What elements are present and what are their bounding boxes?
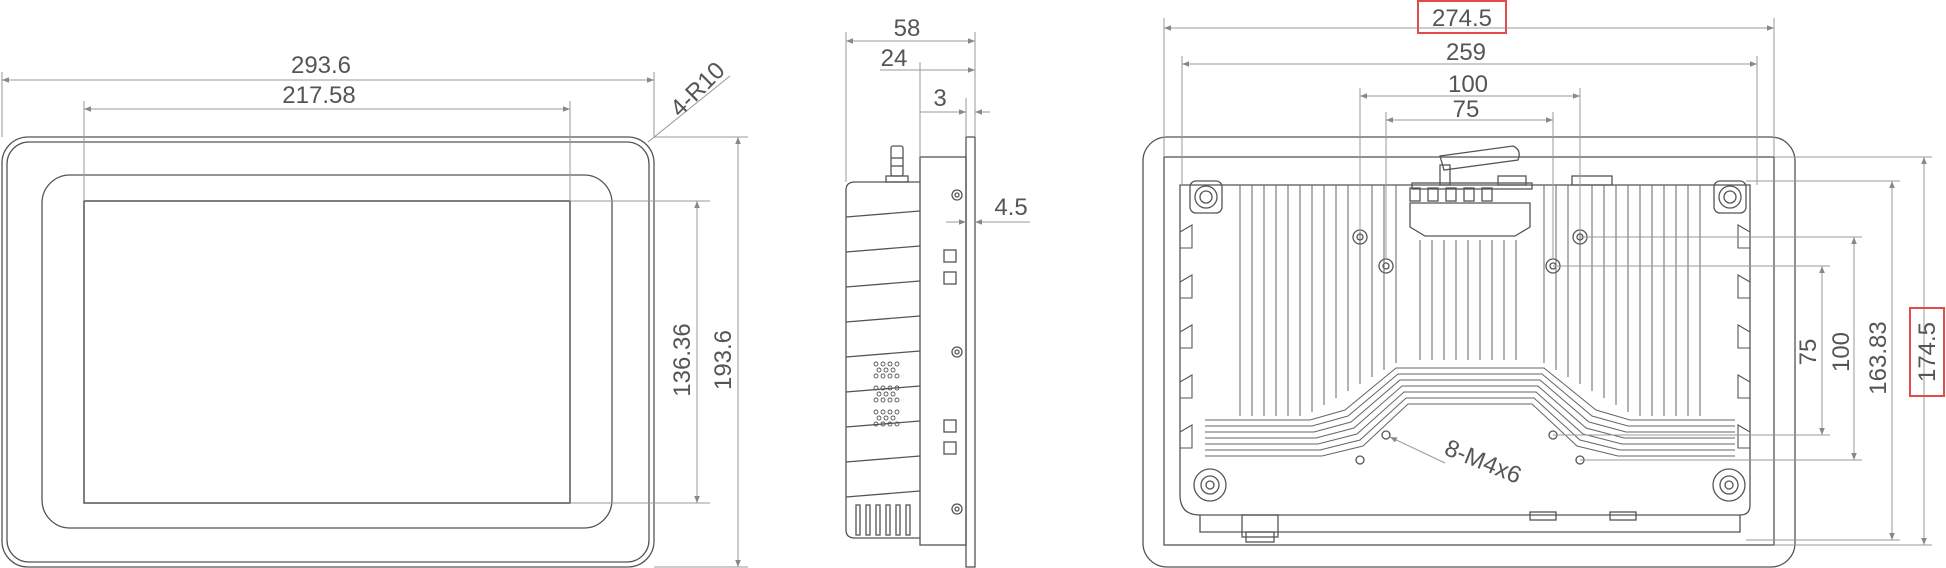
front-screen-height-label: 136.36 (669, 323, 696, 396)
rear-antenna (1439, 145, 1520, 171)
rear-corner-mount-br (1712, 468, 1746, 502)
side-view (845, 136, 976, 568)
front-bezel (41, 174, 613, 529)
rear-corner-mount-bl (1193, 468, 1227, 502)
front-screen (83, 200, 571, 504)
rear-mount-height-label: 163.83 (1865, 321, 1892, 394)
rear-corner-mount-tl (1189, 180, 1223, 214)
front-outer-frame-inner (6, 141, 650, 563)
rear-bottom-panel (1199, 515, 1741, 533)
side-body (845, 181, 920, 539)
side-bottom-slots (855, 504, 911, 536)
rear-vesa-inner-label: 75 (1453, 96, 1480, 123)
rear-top-connector (1411, 182, 1533, 190)
rear-cutout (1163, 156, 1775, 546)
rear-cutout-width-label: 274.5 (1432, 5, 1492, 32)
cutout-height-highlight (1909, 307, 1945, 397)
rear-mount-width-label: 259 (1446, 39, 1486, 66)
screw-leader (1389, 436, 1446, 464)
rear-fins (1205, 185, 1735, 457)
rear-vesa-outer-label: 100 (1448, 71, 1488, 98)
side-fin (845, 210, 921, 218)
side-bezel-offset-label: 3 (933, 85, 946, 112)
front-width-label: 293.6 (291, 52, 351, 79)
radius-leader (647, 75, 731, 143)
side-body-depth-label: 24 (881, 45, 908, 72)
front-outer-frame (1, 136, 655, 568)
rear-vesa-inner-v-label: 75 (1795, 339, 1822, 366)
rear-screws-label: 8-M4x6 (1441, 435, 1525, 490)
side-depth-label: 58 (894, 15, 921, 42)
front-corner-radius-label: 4-R10 (665, 57, 730, 122)
rear-outer-frame (1142, 136, 1796, 568)
rear-cutout-height-label: 174.5 (1914, 322, 1941, 382)
side-port (943, 249, 957, 263)
front-screen-width-label: 217.58 (282, 82, 355, 109)
side-dimensions (845, 32, 1030, 225)
front-height-label: 193.6 (710, 330, 737, 390)
rear-view (1142, 136, 1796, 568)
rear-corner-mount-tr (1713, 180, 1747, 214)
side-vent-grill (873, 361, 900, 427)
cutout-width-highlight (1417, 0, 1507, 34)
rear-side-clips (1179, 224, 1751, 449)
side-bezel-plate (965, 136, 976, 568)
side-bezel-thickness-label: 4.5 (994, 194, 1027, 221)
front-view (1, 136, 655, 568)
side-antenna-connector (890, 145, 904, 177)
front-dimensions (1, 72, 748, 568)
side-screw (951, 189, 963, 201)
rear-dimensions (1163, 18, 1932, 546)
rear-vesa-outer-v-label: 100 (1828, 332, 1855, 372)
rear-hdmi-port (1409, 202, 1531, 237)
